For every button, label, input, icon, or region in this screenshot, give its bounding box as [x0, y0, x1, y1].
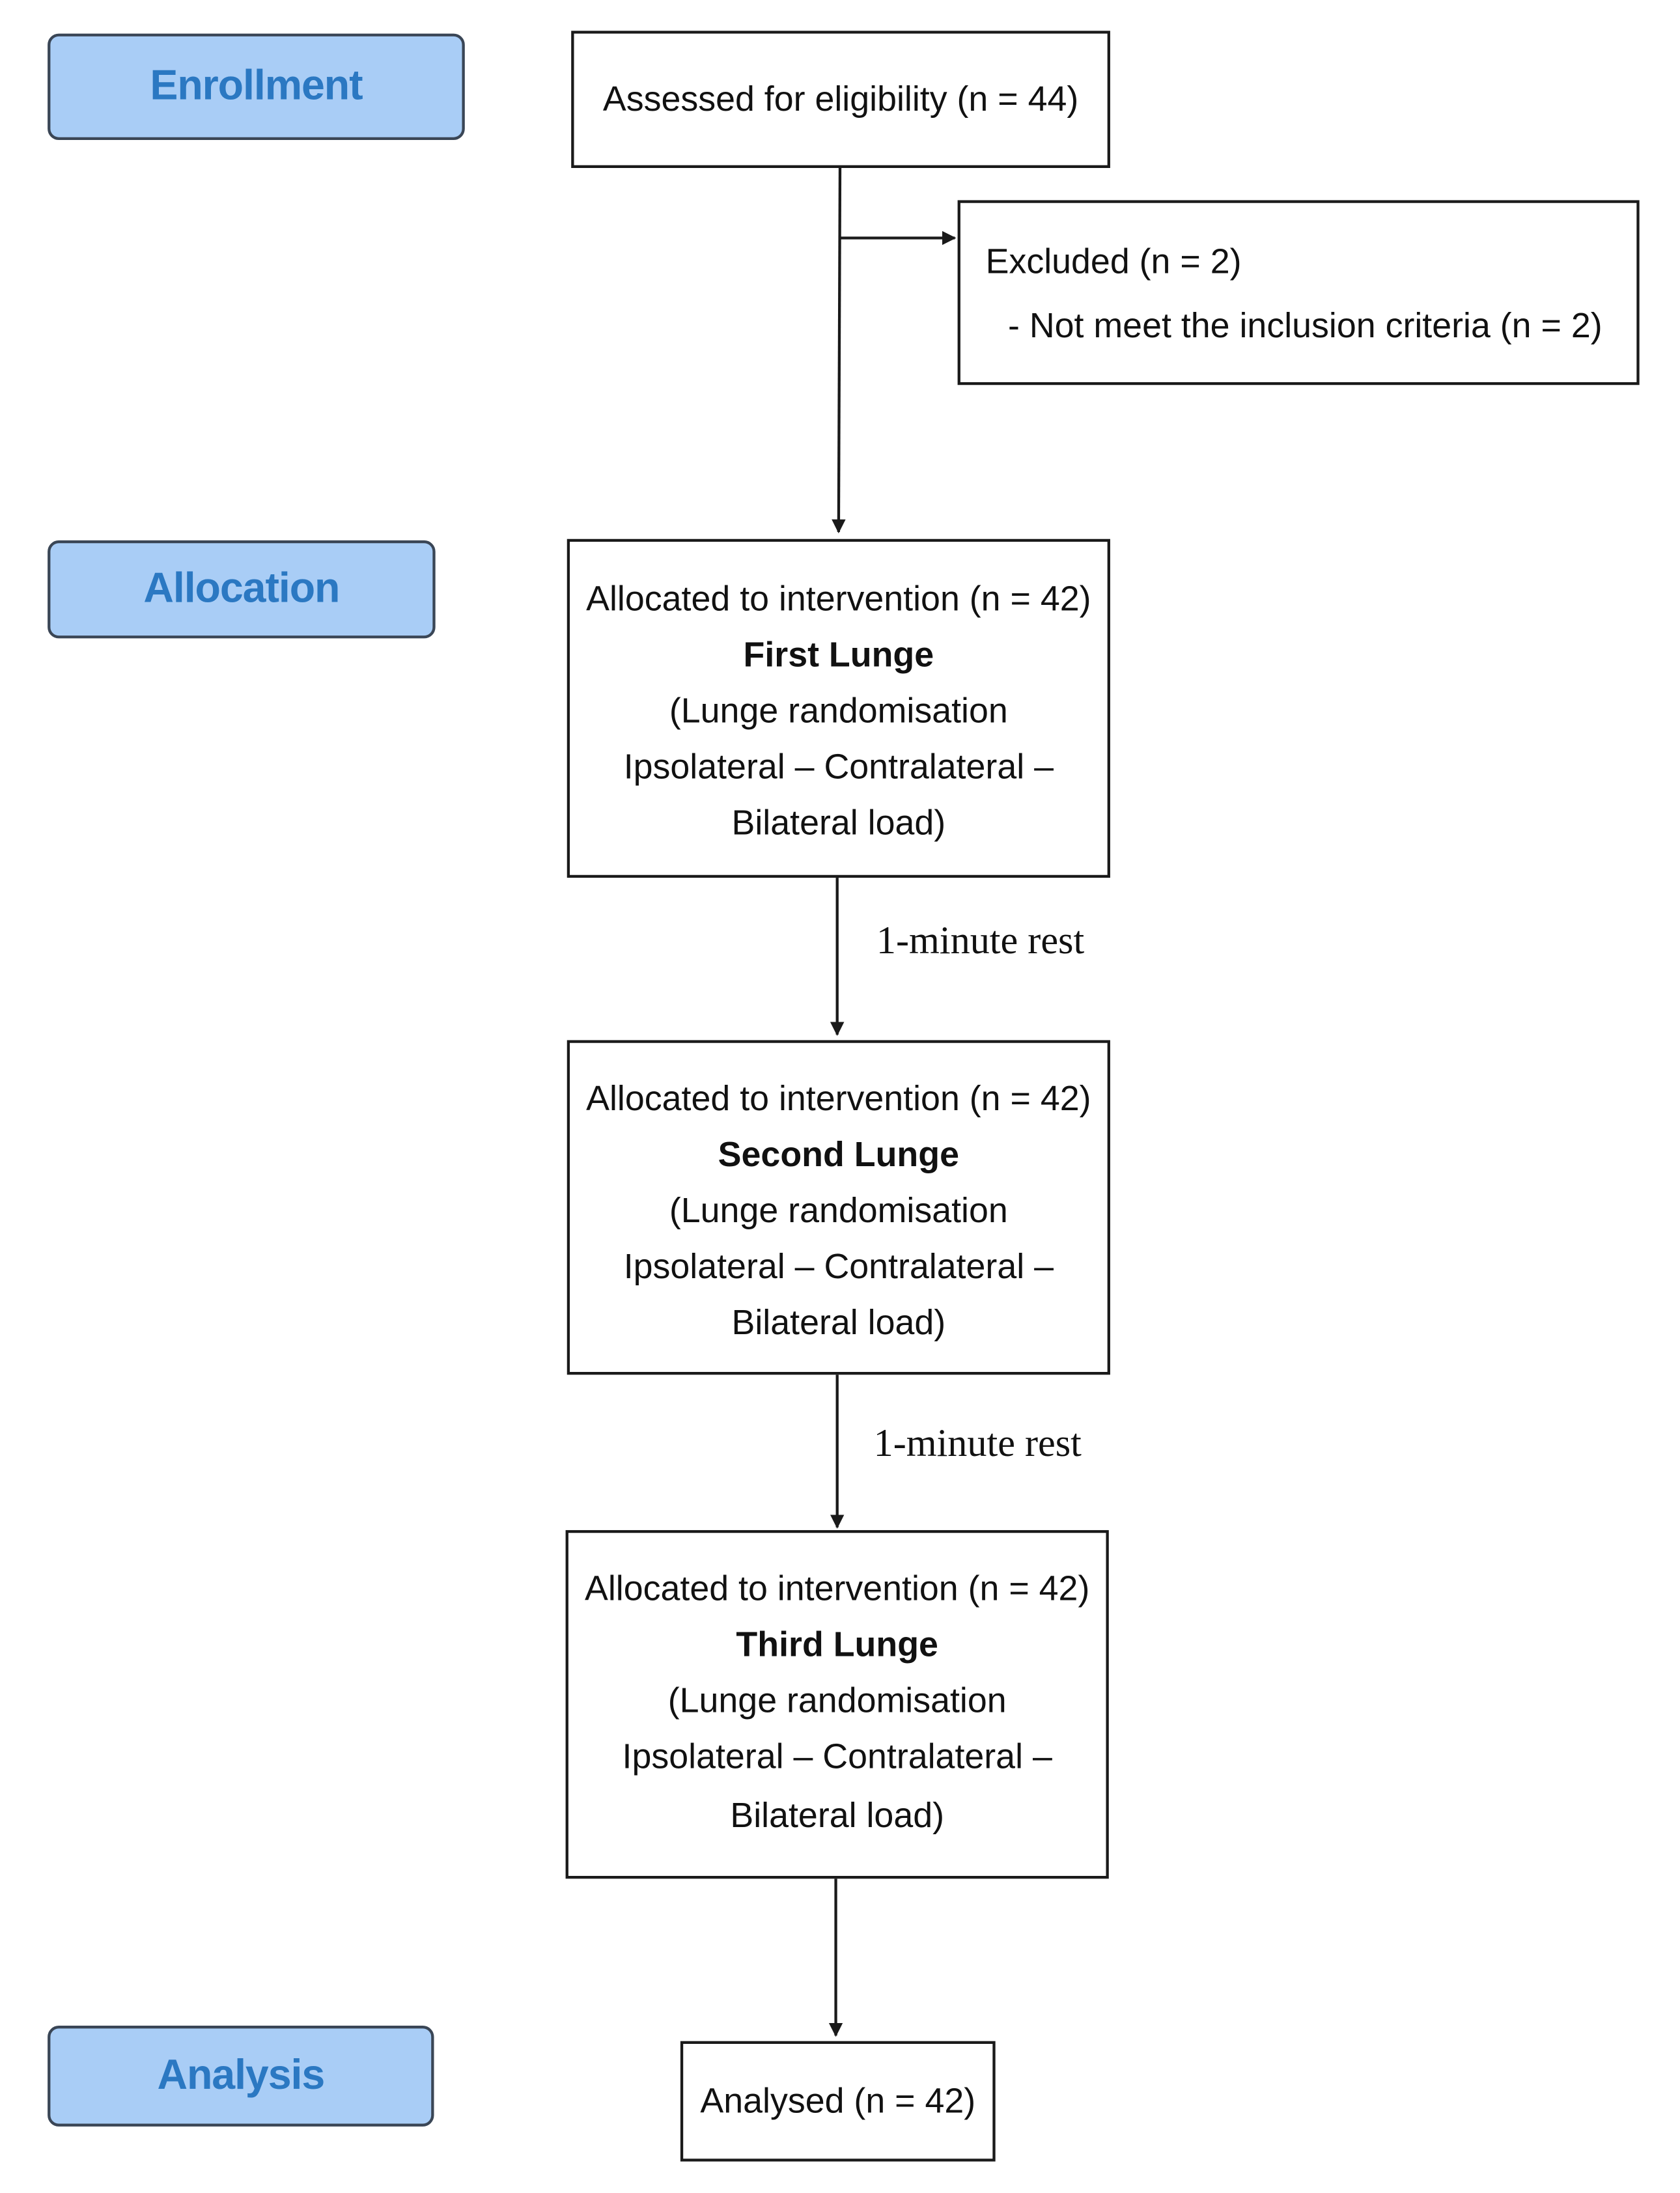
first-lunge-detail-3: Bilateral load): [731, 803, 946, 843]
rest-label-1: 1-minute rest: [876, 919, 1085, 964]
third-lunge-detail-3: Bilateral load): [730, 1796, 945, 1836]
stage-label-enrollment: Enrollment: [48, 33, 465, 141]
first-lunge-box: Allocated to intervention (n = 42) First…: [567, 538, 1110, 878]
first-lunge-detail-1: (Lunge randomisation: [669, 691, 1008, 731]
excluded-box: Excluded (n = 2) - Not meet the inclusio…: [957, 200, 1640, 385]
excluded-title: Excluded (n = 2): [985, 242, 1242, 282]
analysed-box: Analysed (n = 42): [680, 2041, 996, 2162]
stage-label-allocation: Allocation: [48, 540, 436, 639]
second-lunge-detail-3: Bilateral load): [731, 1303, 946, 1343]
second-lunge-detail-2: Ipsolateral – Contralateral –: [623, 1247, 1054, 1287]
second-lunge-header: Allocated to intervention (n = 42): [586, 1079, 1091, 1119]
arrow-assessed-to-first-lunge: [832, 167, 846, 534]
analysed-text: Analysed (n = 42): [700, 2082, 976, 2121]
stage-label-analysis: Analysis: [48, 2026, 434, 2127]
first-lunge-header: Allocated to intervention (n = 42): [586, 580, 1091, 619]
first-lunge-name: First Lunge: [743, 636, 934, 675]
first-lunge-detail-2: Ipsolateral – Contralateral –: [623, 747, 1054, 787]
third-lunge-name: Third Lunge: [736, 1625, 938, 1665]
third-lunge-detail-1: (Lunge randomisation: [667, 1681, 1007, 1721]
third-lunge-box: Allocated to intervention (n = 42) Third…: [565, 1530, 1109, 1879]
second-lunge-box: Allocated to intervention (n = 42) Secon…: [567, 1040, 1110, 1375]
assessed-box: Assessed for eligibility (n = 44): [571, 31, 1110, 168]
third-lunge-detail-2: Ipsolateral – Contralateral –: [622, 1737, 1052, 1777]
assessed-text: Assessed for eligibility (n = 44): [602, 79, 1079, 119]
second-lunge-name: Second Lunge: [718, 1135, 959, 1175]
excluded-reason: - Not meet the inclusion criteria (n = 2…: [1008, 306, 1603, 346]
second-lunge-detail-1: (Lunge randomisation: [669, 1191, 1008, 1231]
rest-label-2: 1-minute rest: [873, 1422, 1082, 1466]
third-lunge-header: Allocated to intervention (n = 42): [584, 1569, 1090, 1609]
